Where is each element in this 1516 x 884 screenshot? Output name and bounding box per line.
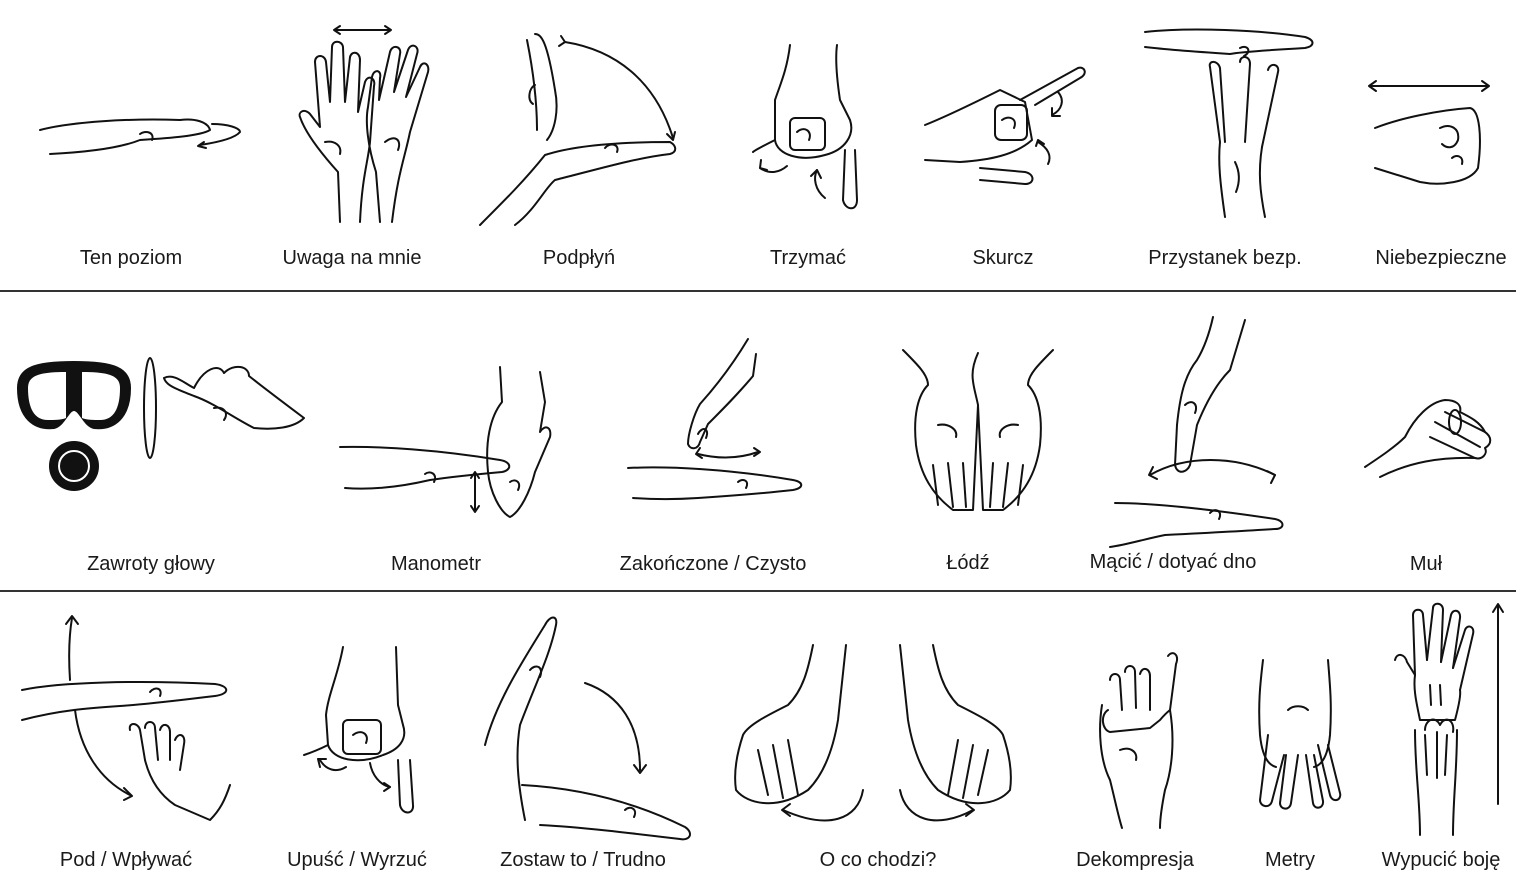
sign-label: Wypucić boję: [1381, 849, 1501, 871]
meters-fingers-icon: [1258, 659, 1342, 810]
sign-label: O co chodzi?: [819, 849, 937, 871]
under-swim-in-icon: [21, 615, 231, 821]
silt-rubbing-fingers-icon: [1364, 399, 1492, 478]
flat-hand-wave-icon: [39, 118, 241, 155]
sign-label: Muł: [1409, 553, 1443, 575]
sign-label: Podpłyń: [542, 247, 616, 269]
sign-label: Uwaga na mnie: [282, 247, 422, 269]
row-divider: [0, 290, 1516, 292]
danger-fist-icon: [1368, 80, 1490, 185]
decompression-finger-icon: [1099, 652, 1178, 829]
sign-label: Niebezpieczne: [1375, 247, 1507, 269]
sign-label: Mącić / dotyać dno: [1089, 551, 1257, 573]
row-divider: [0, 590, 1516, 592]
leave-it-hand-icon: [484, 616, 691, 841]
palms-up-question-icon: [734, 644, 1012, 822]
sign-label: Manometr: [390, 553, 482, 575]
sign-label: Zakończone / Czysto: [619, 553, 807, 575]
sign-label: Skurcz: [972, 247, 1034, 269]
sign-label: Przystanek bezp.: [1148, 247, 1302, 269]
sign-label: Zawroty głowy: [87, 553, 215, 575]
cramp-fist-icon: [924, 66, 1086, 185]
sign-label: Trzymać: [770, 247, 846, 269]
stir-bottom-hand-icon: [1109, 316, 1284, 548]
sign-label: Pod / Wpływać: [59, 849, 193, 871]
safety-stop-hand-icon: [1144, 28, 1314, 218]
gauge-check-hand-icon: [339, 366, 552, 518]
dive-mask-dizzy-icon: [17, 357, 305, 491]
sign-label: Metry: [1265, 849, 1315, 871]
two-open-hands-icon: [298, 25, 430, 223]
release-buoy-hands-icon: [1394, 602, 1504, 836]
sign-label: Dekompresja: [1076, 849, 1194, 871]
fist-hold-icon: [752, 44, 858, 210]
sign-label: Ten poziom: [79, 247, 183, 269]
sign-label: Łódź: [946, 552, 990, 574]
sign-label: Upuść / Wyrzuć: [287, 849, 427, 871]
drop-fist-icon: [303, 646, 415, 814]
beckon-hand-icon: [479, 33, 677, 226]
sign-label: Zostaw to / Trudno: [500, 849, 666, 871]
finished-hand-icon: [627, 338, 803, 501]
cupped-hands-boat-icon: [902, 349, 1054, 511]
